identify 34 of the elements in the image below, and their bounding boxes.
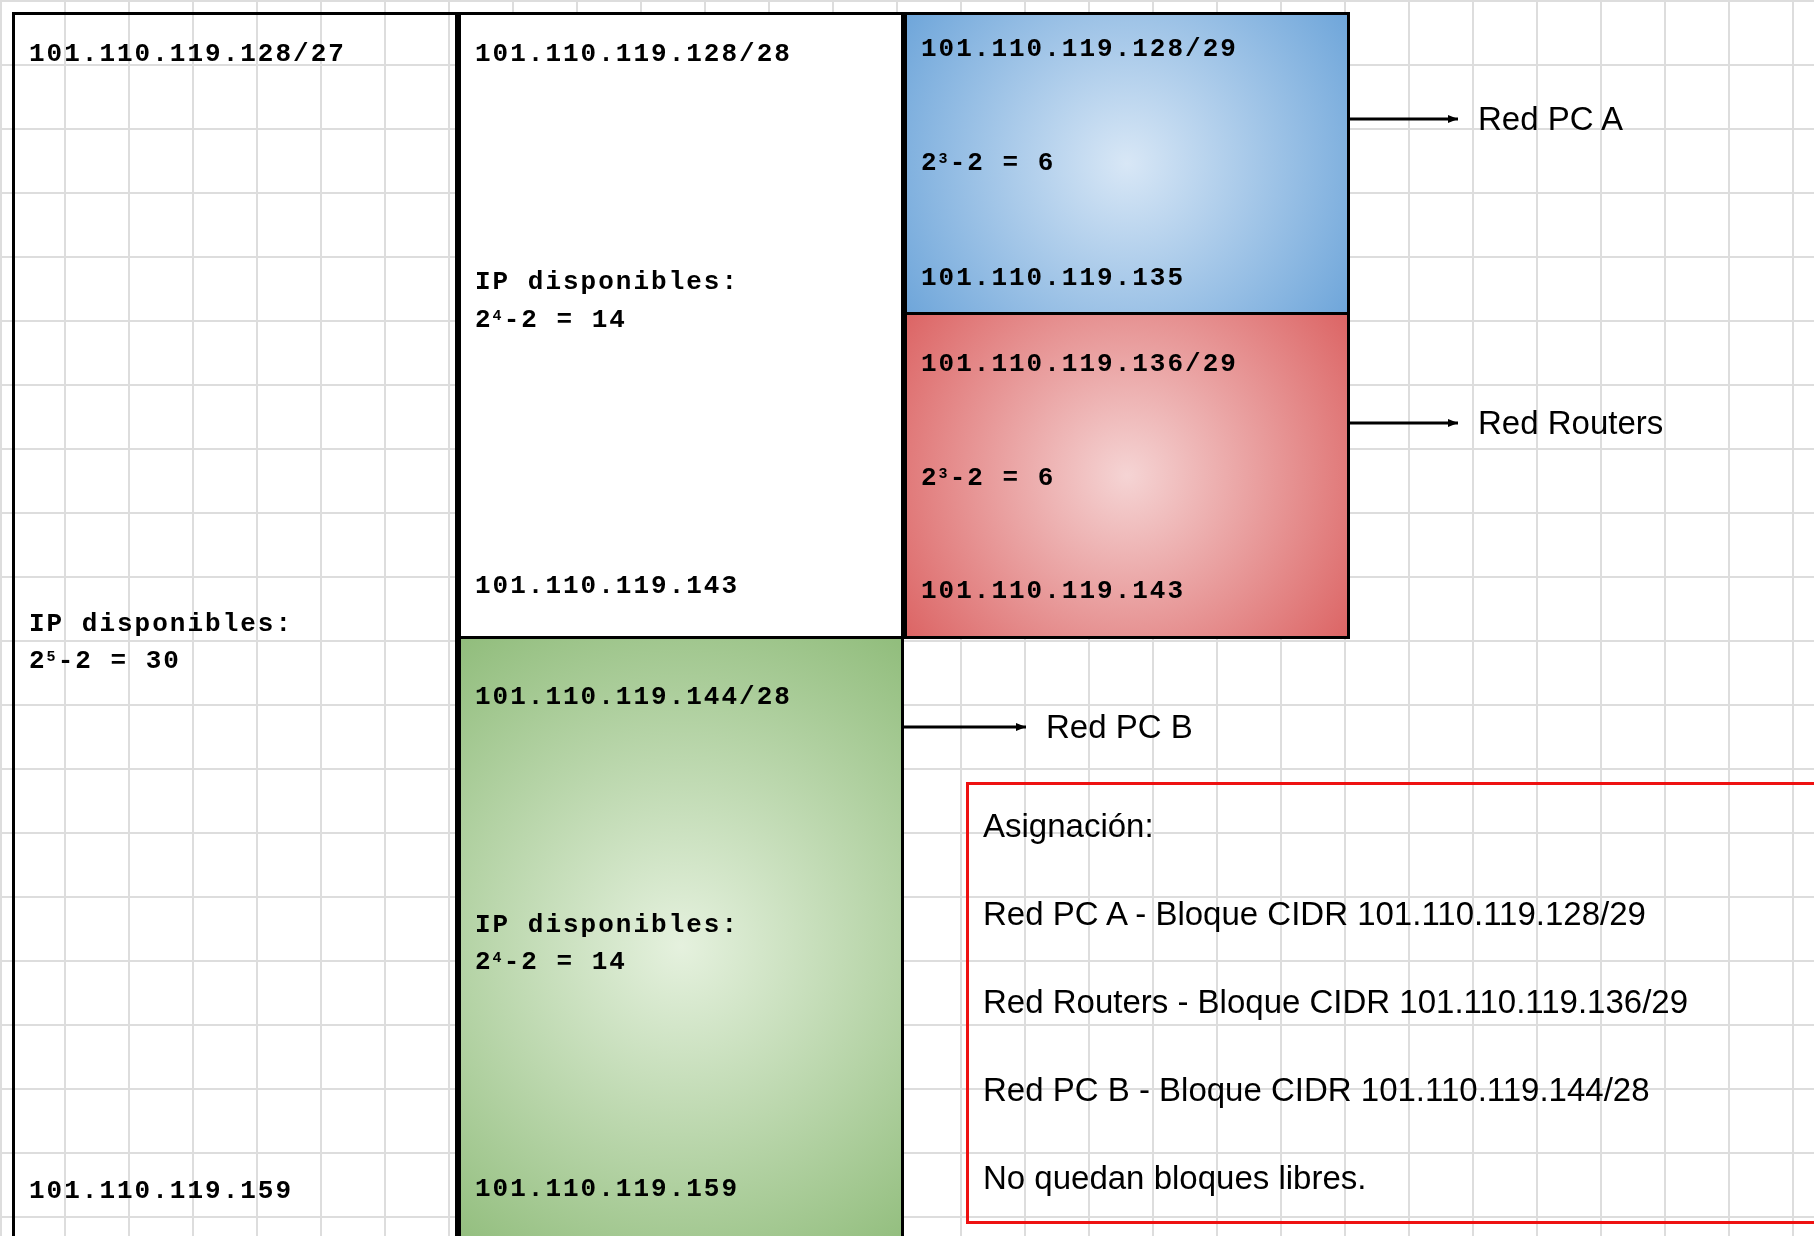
subnet-text: 101.110.119.128/27 [29,42,346,66]
network-label: Red PC A [1458,96,1698,142]
subnet-text: 101.110.119.144/28 [475,685,792,709]
subnet-text: 101.110.119.143 [475,574,740,598]
subnet-text: IP disponibles: [475,270,740,294]
subnet-text: IP disponibles: [29,612,294,636]
assignment-text: Red Routers - Bloque CIDR 101.110.119.136/29 [983,983,1689,1021]
assignment-text: Red PC A - Bloque CIDR 101.110.119.128/29 [983,895,1646,933]
arrow [904,723,1026,731]
assignment-text: Red PC B - Bloque CIDR 101.110.119.144/28 [983,1071,1650,1109]
subnet-text: IP disponibles: [475,913,740,937]
subnet-text: 101.110.119.159 [475,1177,740,1201]
subnet-block [904,312,1350,639]
subnet-block [904,12,1350,315]
subnet-text: 101.110.119.136/29 [921,352,1238,376]
subnet-text: 101.110.119.143 [921,579,1186,603]
assignment-text: No quedan bloques libres. [983,1159,1367,1197]
subnet-text: 2$^{3}$-2 = 6 [921,466,1056,490]
subnet-text: 101.110.119.128/28 [475,42,792,66]
subnet-text: 2$^{4}$-2 = 14 [475,950,627,974]
subnet-text: 2$^{5}$-2 = 30 [29,649,181,673]
subnet-block [458,636,904,1236]
subnet-text: 101.110.119.128/29 [921,37,1238,61]
subnet-text: 2$^{4}$-2 = 14 [475,308,627,332]
assignment-panel [966,782,1814,1224]
arrow [1350,115,1458,123]
subnet-text: 2$^{3}$-2 = 6 [921,151,1056,175]
assignment-text: Asignación: [983,807,1154,845]
subnet-block [458,12,904,639]
network-label: Red PC B [1026,704,1266,750]
subnet-text: 101.110.119.159 [29,1179,294,1203]
subnet-text: 101.110.119.135 [921,266,1186,290]
arrow [1350,419,1458,427]
network-label: Red Routers [1458,400,1718,446]
